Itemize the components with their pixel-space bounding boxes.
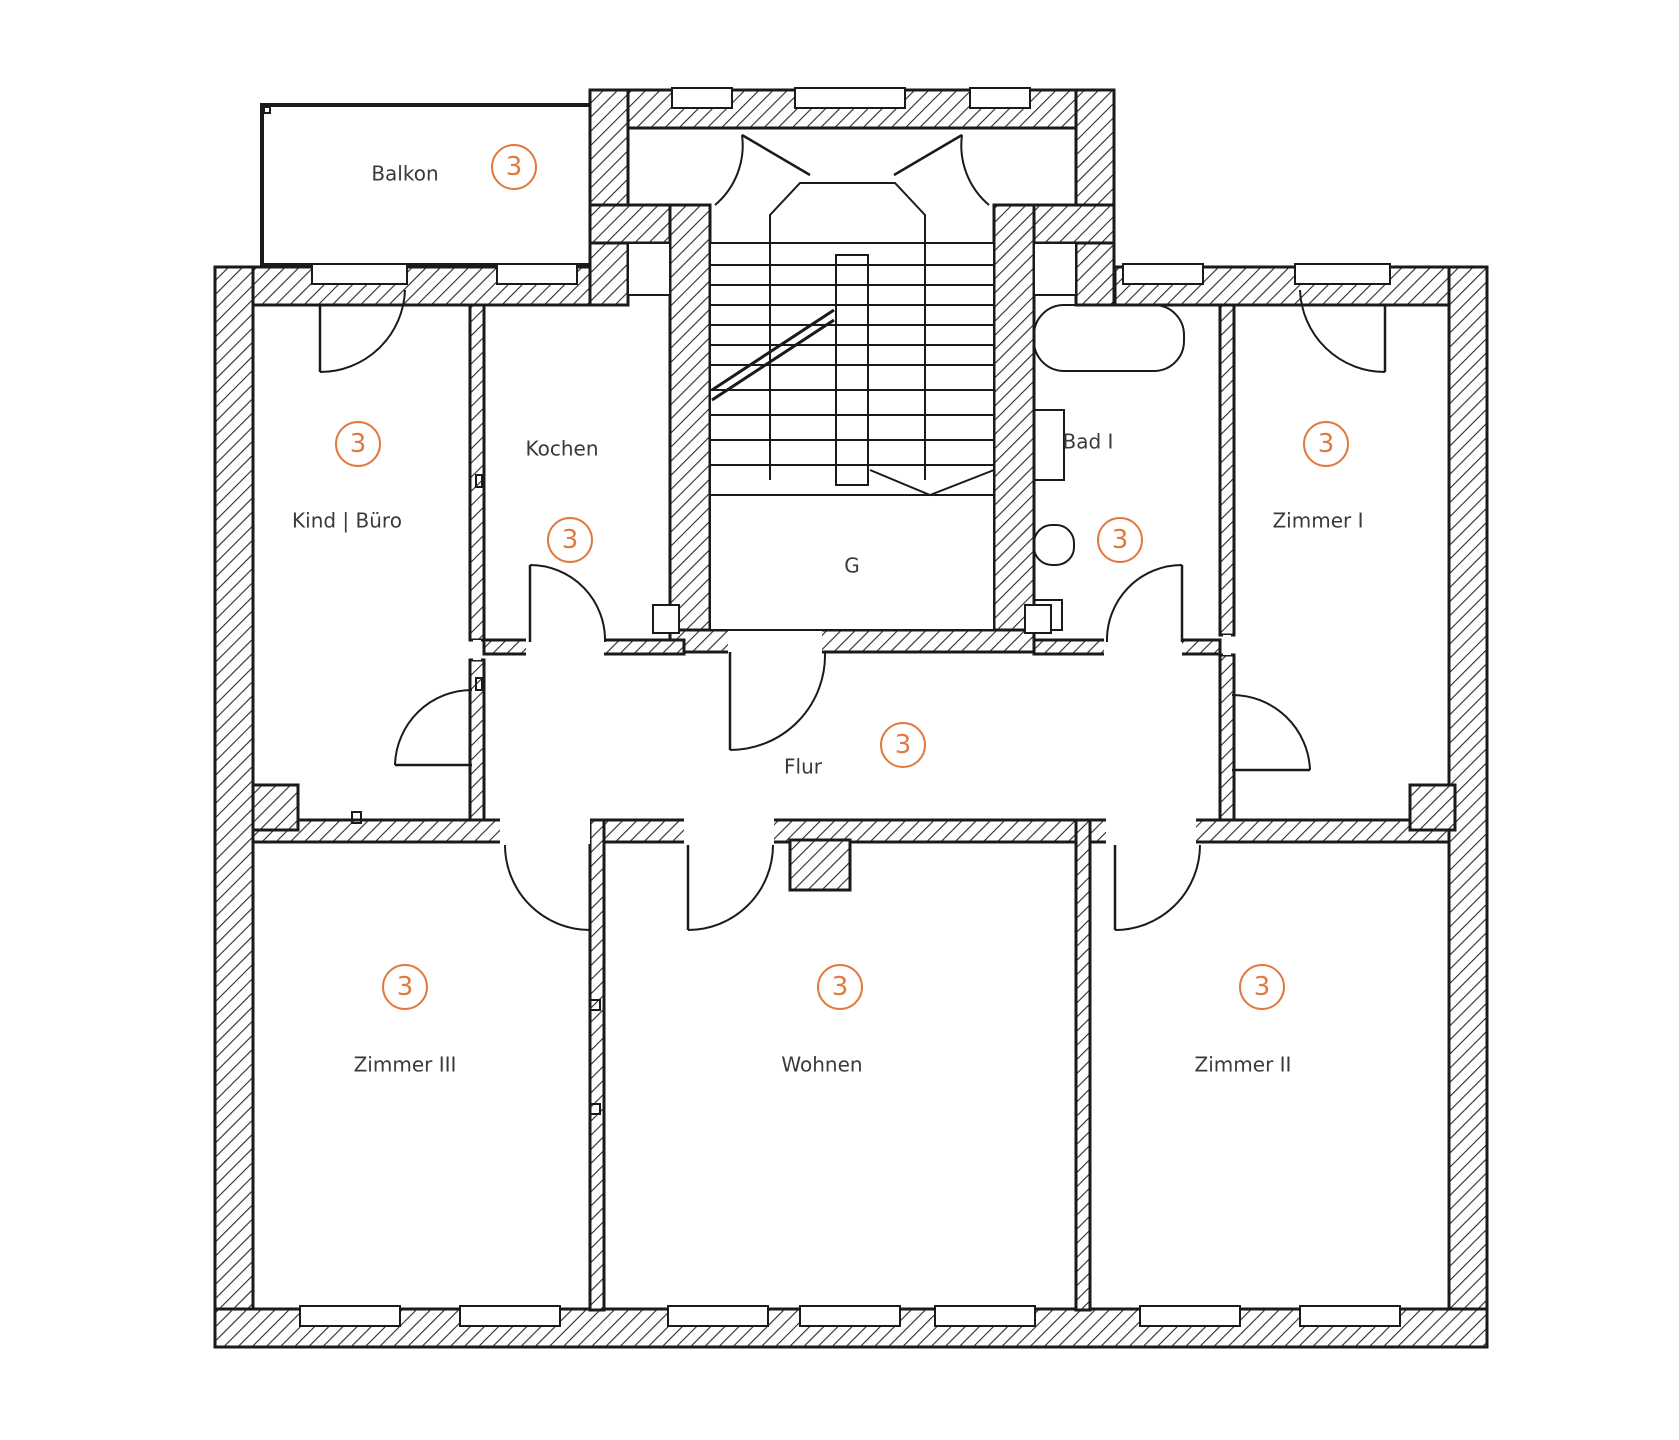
room-labels: Balkon Kind | Büro Kochen G Bad I Zimmer… [292, 162, 1363, 1077]
badge-zimmer-1: 3 [1303, 421, 1349, 467]
svg-text:3: 3 [506, 152, 523, 182]
tower-doors [627, 133, 1077, 296]
svg-text:3: 3 [1318, 429, 1335, 459]
svg-text:3: 3 [350, 429, 367, 459]
badge-wohnen: 3 [817, 964, 863, 1010]
svg-text:3: 3 [397, 972, 414, 1002]
room-label-wohnen: Wohnen [781, 1053, 862, 1077]
door-swings [318, 289, 1387, 931]
svg-text:3: 3 [1254, 972, 1271, 1002]
room-label-zimmer-3: Zimmer III [354, 1053, 457, 1077]
svg-text:3: 3 [832, 972, 849, 1002]
svg-text:3: 3 [895, 730, 912, 760]
room-label-zimmer-1: Zimmer I [1272, 509, 1363, 533]
room-label-bad: Bad I [1063, 430, 1114, 454]
badge-kochen: 3 [547, 517, 593, 563]
staircase [709, 182, 995, 631]
wall-details [351, 474, 1052, 1115]
room-label-kochen: Kochen [525, 437, 598, 461]
badge-flur: 3 [880, 722, 926, 768]
door-openings [473, 628, 1231, 844]
svg-text:3: 3 [1112, 525, 1129, 555]
room-label-kind-buero: Kind | Büro [292, 509, 402, 533]
bathroom-fixtures [1033, 304, 1185, 631]
badge-zimmer-3: 3 [382, 964, 428, 1010]
room-label-flur: Flur [784, 755, 823, 779]
room-label-zimmer-2: Zimmer II [1195, 1053, 1292, 1077]
room-badges: 3 3 3 3 3 3 3 3 [335, 144, 1349, 1010]
room-label-stair: G [844, 554, 860, 578]
badge-balkon: 3 [491, 144, 537, 190]
room-label-balkon: Balkon [371, 162, 438, 186]
badge-kind-buero: 3 [335, 421, 381, 467]
svg-text:3: 3 [562, 525, 579, 555]
windows [299, 87, 1401, 1327]
badge-zimmer-2: 3 [1239, 964, 1285, 1010]
badge-bad: 3 [1097, 517, 1143, 563]
